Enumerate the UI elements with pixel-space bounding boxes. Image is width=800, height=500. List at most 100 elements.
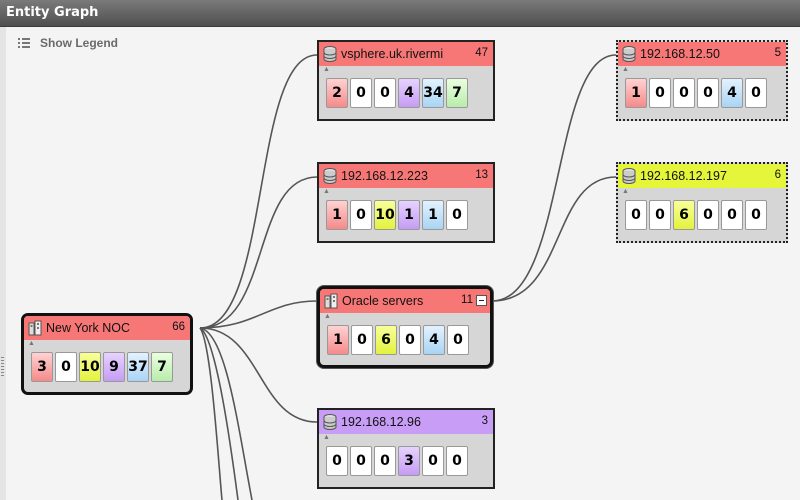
severity-cell-major[interactable]: 0 [55, 352, 77, 382]
severity-cell-minor[interactable]: 1 [398, 200, 420, 230]
severity-cells: 2 0 0 4 34 7 [319, 74, 493, 108]
severity-cell-critical[interactable]: 0 [625, 200, 647, 230]
severity-cell-minor[interactable]: 3 [398, 446, 420, 476]
link-ny-ip96 [199, 327, 318, 423]
node-192-168-12-96[interactable]: 192.168.12.96 3 ▲ 0 0 0 3 0 0 [317, 408, 495, 489]
link-ny-oracle [199, 300, 318, 329]
severity-cell-critical[interactable]: 3 [31, 352, 53, 382]
severity-cell-warning[interactable]: 6 [375, 325, 397, 355]
graph-canvas[interactable]: Show Legend New York NOC 66 ▲ 3 0 [6, 27, 800, 500]
severity-cell-critical[interactable]: 2 [326, 78, 348, 108]
node-header: vsphere.uk.rivermi 47 [319, 42, 493, 66]
node-header: 192.168.12.50 5 [618, 42, 786, 66]
severity-cell-major[interactable]: 0 [351, 325, 373, 355]
severity-cell-info[interactable]: 4 [423, 325, 445, 355]
severity-cell-minor[interactable]: 0 [697, 200, 719, 230]
node-count: 66 [172, 321, 185, 333]
node-header: 192.168.12.223 13 [319, 164, 493, 188]
severity-cell-minor[interactable]: 0 [697, 78, 719, 108]
node-name: Oracle servers [342, 294, 424, 308]
severity-cell-major[interactable]: 0 [649, 200, 671, 230]
collapse-icon[interactable] [476, 295, 487, 306]
graph-links [199, 54, 617, 500]
link-ny-offscreen-2 [199, 327, 239, 500]
list-icon [18, 38, 30, 48]
severity-cell-ok[interactable]: 0 [446, 446, 468, 476]
severity-cells: 1 0 10 1 1 0 [319, 196, 493, 230]
database-icon [622, 168, 636, 184]
link-oracle-ip197 [491, 176, 617, 302]
severity-cell-info[interactable]: 34 [422, 78, 444, 108]
node-name: 192.168.12.50 [640, 47, 720, 61]
severity-cell-critical[interactable]: 1 [625, 78, 647, 108]
severity-cell-ok[interactable]: 0 [745, 200, 767, 230]
severity-cell-info[interactable]: 0 [721, 200, 743, 230]
severity-cells: 0 0 6 0 0 0 [618, 196, 786, 230]
severity-cell-warning[interactable]: 0 [374, 78, 396, 108]
severity-cell-warning[interactable]: 10 [79, 352, 101, 382]
severity-cell-major[interactable]: 0 [350, 200, 372, 230]
severity-cell-major[interactable]: 0 [350, 78, 372, 108]
severity-cell-critical[interactable]: 1 [326, 200, 348, 230]
severity-cell-major[interactable]: 0 [350, 446, 372, 476]
severity-cell-warning[interactable]: 0 [374, 446, 396, 476]
link-ny-offscreen-3 [199, 327, 223, 500]
node-header: 192.168.12.197 6 [618, 164, 786, 188]
show-legend-label: Show Legend [40, 36, 118, 50]
database-icon [323, 414, 337, 430]
expand-caret-icon[interactable]: ▲ [323, 188, 330, 195]
node-192-168-12-197[interactable]: 192.168.12.197 6 ▲ 0 0 6 0 0 0 [616, 162, 788, 243]
node-192-168-12-223[interactable]: 192.168.12.223 13 ▲ 1 0 10 1 1 0 [317, 162, 495, 243]
expand-caret-icon[interactable]: ▲ [324, 313, 331, 320]
expand-caret-icon[interactable]: ▲ [28, 340, 35, 347]
severity-cell-minor[interactable]: 0 [399, 325, 421, 355]
expand-caret-icon[interactable]: ▲ [622, 188, 629, 195]
severity-cell-ok[interactable]: 0 [446, 200, 468, 230]
database-icon [622, 46, 636, 62]
node-count: 47 [475, 47, 488, 59]
severity-cell-warning[interactable]: 6 [673, 200, 695, 230]
severity-cell-major[interactable]: 0 [649, 78, 671, 108]
node-name: New York NOC [46, 321, 131, 335]
severity-cell-info[interactable]: 0 [422, 446, 444, 476]
database-icon [323, 168, 337, 184]
node-count: 6 [774, 169, 781, 181]
group-icon [324, 293, 338, 309]
link-ny-ip223 [199, 176, 318, 329]
window-title: Entity Graph [6, 5, 99, 20]
severity-cell-critical[interactable]: 1 [327, 325, 349, 355]
severity-cells: 3 0 10 9 37 7 [24, 348, 190, 382]
severity-cell-info[interactable]: 37 [127, 352, 149, 382]
database-icon [323, 46, 337, 62]
expand-caret-icon[interactable]: ▲ [323, 66, 330, 73]
severity-cell-ok[interactable]: 7 [151, 352, 173, 382]
node-header: 192.168.12.96 3 [319, 410, 493, 434]
severity-cell-warning[interactable]: 0 [673, 78, 695, 108]
show-legend-button[interactable]: Show Legend [18, 36, 118, 50]
severity-cell-info[interactable]: 1 [422, 200, 444, 230]
group-icon [28, 320, 42, 336]
node-vsphere[interactable]: vsphere.uk.rivermi 47 ▲ 2 0 0 4 34 7 [317, 40, 495, 121]
expand-caret-icon[interactable]: ▲ [622, 66, 629, 73]
node-oracle-servers[interactable]: Oracle servers 11 ▲ 1 0 6 0 4 0 [317, 286, 493, 368]
expand-caret-icon[interactable]: ▲ [323, 434, 330, 441]
severity-cell-warning[interactable]: 10 [374, 200, 396, 230]
node-new-york-noc[interactable]: New York NOC 66 ▲ 3 0 10 9 37 7 [21, 313, 193, 395]
node-count: 3 [481, 415, 488, 427]
severity-cell-info[interactable]: 4 [721, 78, 743, 108]
severity-cell-minor[interactable]: 4 [398, 78, 420, 108]
severity-cells: 1 0 6 0 4 0 [320, 321, 490, 355]
node-name: vsphere.uk.rivermi [341, 47, 444, 61]
severity-cell-minor[interactable]: 9 [103, 352, 125, 382]
severity-cell-ok[interactable]: 0 [745, 78, 767, 108]
node-header: Oracle servers 11 [320, 289, 490, 313]
severity-cell-ok[interactable]: 7 [446, 78, 468, 108]
node-header: New York NOC 66 [24, 316, 190, 340]
splitter-handle[interactable] [1, 357, 4, 377]
node-192-168-12-50[interactable]: 192.168.12.50 5 ▲ 1 0 0 0 4 0 [616, 40, 788, 121]
severity-cell-critical[interactable]: 0 [326, 446, 348, 476]
severity-cells: 1 0 0 0 4 0 [618, 74, 786, 108]
link-ny-vsphere [199, 54, 318, 329]
severity-cell-ok[interactable]: 0 [447, 325, 469, 355]
severity-cells: 0 0 0 3 0 0 [319, 442, 493, 476]
